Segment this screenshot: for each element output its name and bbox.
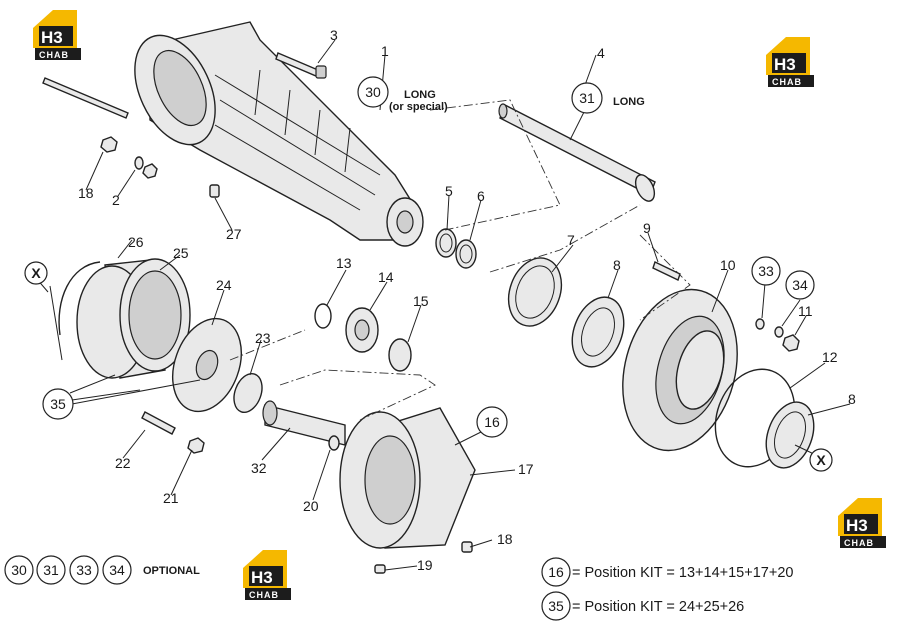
planet-gear-14 — [345, 307, 379, 353]
thrust-washer-23 — [233, 372, 263, 414]
callout-x-left: X — [31, 265, 41, 281]
kit-35-badge: 35 — [548, 598, 564, 614]
callout-13: 13 — [336, 255, 352, 271]
callout-x-right: X — [816, 452, 826, 468]
washer-33 — [755, 318, 765, 330]
callout-18b: 18 — [497, 531, 513, 547]
assembly-axis-lines — [229, 99, 691, 421]
callout-11: 11 — [798, 303, 813, 319]
callout-15: 15 — [413, 293, 429, 309]
callout-19: 19 — [417, 557, 433, 573]
snap-ring-13 — [314, 303, 332, 329]
planet-housing-17 — [339, 407, 476, 549]
callout-22: 22 — [115, 455, 131, 471]
callout-21: 21 — [163, 490, 179, 506]
note-long-31: LONG — [613, 96, 645, 108]
callout-8a: 8 — [613, 257, 621, 273]
callout-20: 20 — [303, 498, 319, 514]
kit-16-badge: 16 — [548, 564, 564, 580]
callout-33: 33 — [758, 263, 774, 279]
plug-19 — [374, 564, 386, 574]
svg-text:CHAB: CHAB — [844, 538, 874, 548]
callout-14: 14 — [378, 269, 394, 285]
callout-34: 34 — [792, 277, 808, 293]
ring-gear-25 — [76, 258, 191, 379]
callout-30: 30 — [365, 84, 381, 100]
wheel-bolt-9 — [652, 261, 681, 281]
axle-shaft-4 — [498, 103, 656, 202]
kit-legend: = Position KIT = 13+14+15+17+20 = Positi… — [572, 565, 793, 615]
washer-34 — [774, 326, 784, 338]
ring-6 — [455, 239, 477, 269]
optional-31: 31 — [43, 562, 59, 578]
axle-housing — [134, 21, 424, 247]
bolt-3 — [275, 52, 327, 79]
brand-logo-top-right: H3 CHAB — [766, 37, 814, 87]
callout-12: 12 — [822, 349, 838, 365]
callout-27: 27 — [226, 226, 242, 242]
brand-logo-top-left: H3 CHAB — [33, 10, 81, 60]
nut-11 — [782, 334, 800, 352]
callout-4: 4 — [597, 45, 605, 61]
note-long-1: LONG — [404, 89, 436, 101]
svg-text:CHAB: CHAB — [39, 50, 69, 60]
callout-1: 1 — [381, 43, 389, 59]
optional-34: 34 — [109, 562, 125, 578]
note-or-special: (or special) — [389, 101, 448, 113]
seal-5 — [435, 228, 457, 258]
callout-5: 5 — [445, 183, 453, 199]
svg-text:CHAB: CHAB — [249, 590, 279, 600]
svg-text:H3: H3 — [846, 516, 868, 535]
svg-text:H3: H3 — [774, 55, 796, 74]
svg-text:H3: H3 — [251, 568, 273, 587]
optional-30: 30 — [11, 562, 27, 578]
bearing-8-outer — [765, 401, 815, 469]
callout-24: 24 — [216, 277, 232, 293]
bearing-8-inner — [571, 296, 625, 368]
callout-25: 25 — [173, 245, 189, 261]
leader-lines — [35, 39, 851, 571]
callout-8b: 8 — [848, 391, 856, 407]
callout-32: 32 — [251, 460, 267, 476]
washer-20 — [328, 435, 340, 451]
circled-callouts — [4, 76, 833, 621]
seal-7 — [507, 257, 563, 327]
kit-16-text: = Position KIT = 13+14+15+17+20 — [572, 565, 793, 581]
callout-10: 10 — [720, 257, 736, 273]
callout-3: 3 — [330, 27, 338, 43]
callout-9: 9 — [643, 220, 651, 236]
wheel-hub-10 — [622, 288, 738, 452]
note-optional: OPTIONAL — [143, 565, 200, 577]
nut-18 — [100, 136, 118, 153]
callout-35: 35 — [50, 396, 66, 412]
callout-17: 17 — [518, 461, 534, 477]
bolt-22 — [141, 411, 176, 435]
plug-27 — [209, 184, 220, 198]
kit-35-text: = Position KIT = 24+25+26 — [572, 599, 744, 615]
planet-carrier-24 — [172, 317, 242, 413]
callout-6: 6 — [477, 188, 485, 204]
callout-18a: 18 — [78, 185, 94, 201]
washer-2 — [134, 156, 158, 179]
brand-logo-bottom-right: H3 CHAB — [838, 498, 886, 548]
brand-logo-bottom-left: H3 CHAB — [243, 550, 291, 600]
optional-33: 33 — [76, 562, 92, 578]
callout-23: 23 — [255, 330, 271, 346]
callout-7: 7 — [567, 232, 575, 248]
nut-21 — [187, 437, 205, 454]
notes: LONG (or special) LONG OPTIONAL — [143, 89, 645, 577]
needle-bearing-15 — [388, 338, 412, 372]
callout-16: 16 — [484, 414, 500, 430]
svg-text:H3: H3 — [41, 28, 63, 47]
plug-18-lower — [461, 541, 473, 553]
callout-26: 26 — [128, 234, 144, 250]
snap-ring-26 — [58, 261, 101, 336]
svg-text:CHAB: CHAB — [772, 77, 802, 87]
stud-left — [42, 77, 129, 119]
callout-2: 2 — [112, 192, 120, 208]
callout-labels: 1 2 3 4 5 6 7 8 8 9 10 11 12 13 14 15 17… — [78, 27, 856, 573]
callout-31: 31 — [579, 90, 595, 106]
circled-callout-text: 30 31 33 34 16 35 X X 30 31 33 34 16 35 — [11, 84, 826, 614]
